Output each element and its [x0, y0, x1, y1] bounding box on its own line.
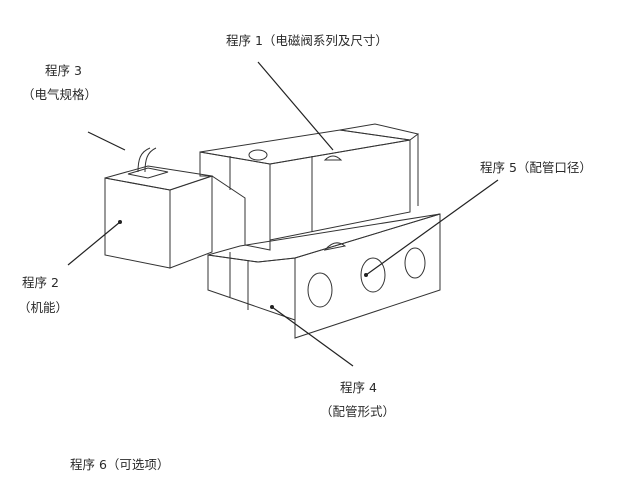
leader-line-2 — [67, 221, 121, 266]
step3-desc: （电气规格） — [22, 87, 98, 102]
leader-line-4 — [271, 306, 354, 367]
step6-label: 程序 6（可选项） — [70, 457, 170, 472]
port-2 — [360, 257, 386, 293]
step2-desc: （机能） — [18, 300, 69, 315]
step5-label: 程序 5（配管口径） — [480, 160, 592, 175]
port-1 — [307, 272, 333, 308]
leader-line-5 — [365, 179, 499, 276]
step1-label: 程序 1（电磁阀系列及尺寸） — [226, 33, 388, 48]
leader-line-1 — [257, 61, 334, 151]
manifold-base — [207, 213, 441, 339]
coil-block — [104, 147, 213, 269]
leader-line-3 — [87, 131, 126, 151]
step4-desc: （配管形式） — [320, 404, 396, 419]
step4-title: 程序 4 — [340, 380, 377, 395]
step3-title: 程序 3 — [45, 63, 82, 78]
step2-title: 程序 2 — [22, 275, 59, 290]
port-3 — [404, 247, 426, 279]
valve-body — [199, 123, 420, 251]
